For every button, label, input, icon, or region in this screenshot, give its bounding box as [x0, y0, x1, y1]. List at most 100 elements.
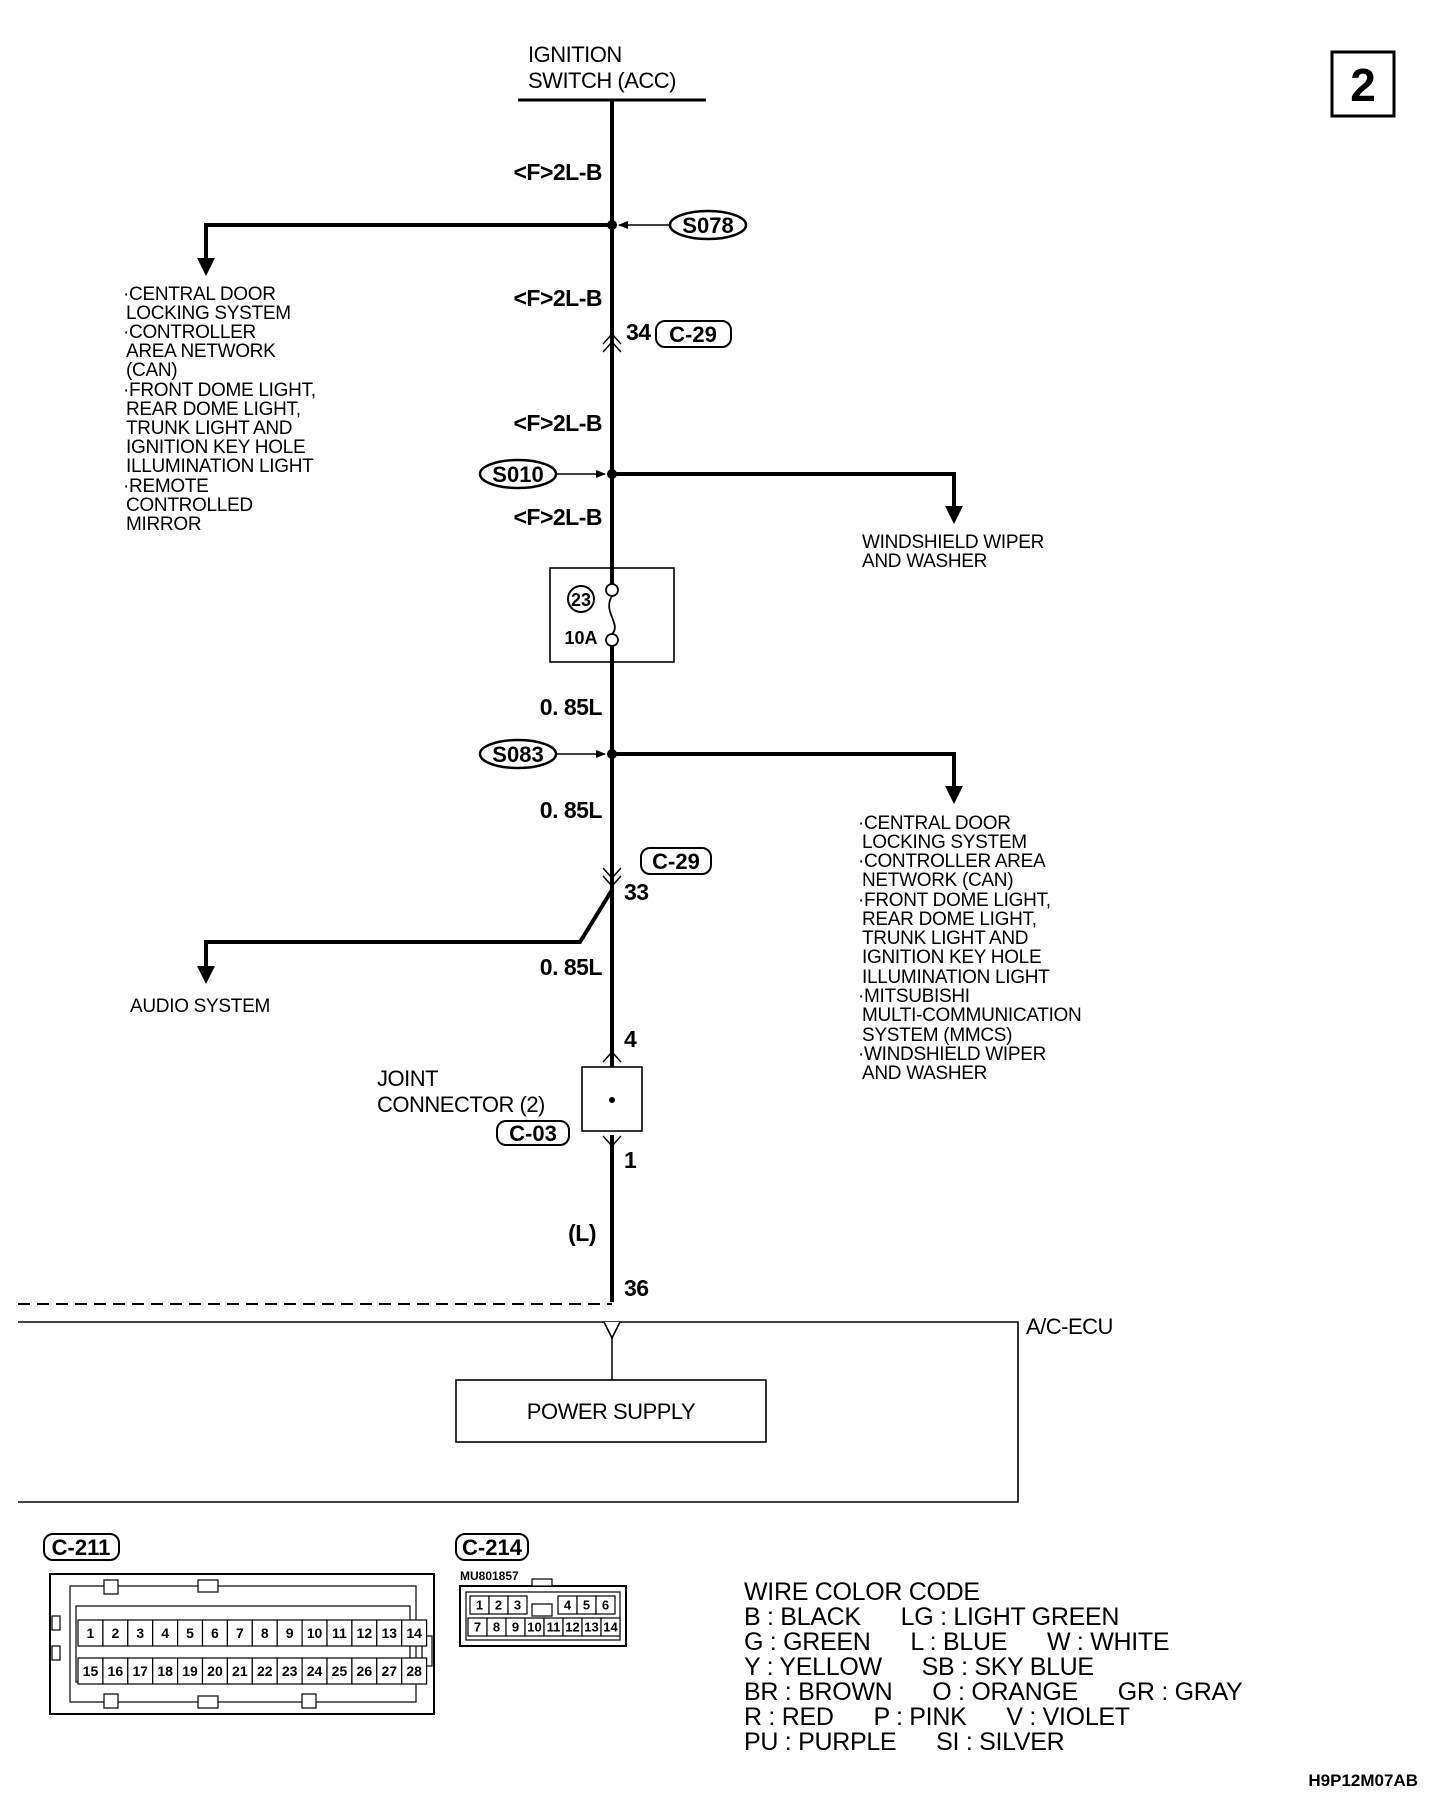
audio-system-label: AUDIO SYSTEM — [130, 996, 270, 1017]
system-label: MIRROR — [126, 514, 201, 535]
wire-label: <F>2L-B — [513, 285, 602, 311]
pin-number: 9 — [512, 1620, 519, 1635]
system-label: LOCKING SYSTEM — [126, 303, 291, 324]
pin-cell — [401, 1619, 428, 1647]
pin-number: 8 — [493, 1620, 500, 1635]
pin-number: 14 — [406, 1625, 422, 1641]
pin-number: 2 — [495, 1598, 502, 1613]
wire-color-code-line: BR : BROWN O : ORANGE GR : GRAY — [744, 1678, 1243, 1706]
pin-number: 24 — [307, 1663, 323, 1679]
pin-number: 19 — [182, 1663, 198, 1679]
pin-cell — [326, 1657, 353, 1685]
fuse-number: 23 — [571, 590, 591, 610]
pin-number: 3 — [136, 1625, 144, 1641]
wire-label: 0. 85L — [540, 954, 603, 980]
pin-cell — [301, 1619, 328, 1647]
system-label: CONTROLLED — [126, 495, 253, 516]
pin-number: 7 — [474, 1620, 481, 1635]
system-label: ·FRONT DOME LIGHT, — [123, 380, 316, 401]
pin-cell — [600, 1617, 621, 1637]
system-label: ·CONTROLLER — [123, 322, 256, 343]
system-label: IGNITION KEY HOLE — [862, 947, 1041, 968]
pin-number: 6 — [211, 1625, 219, 1641]
pin-cell — [77, 1619, 104, 1647]
system-label: LOCKING SYSTEM — [862, 832, 1027, 853]
pin-number: 20 — [207, 1663, 223, 1679]
connector-c29-lower: C-29 33 — [602, 847, 712, 905]
pin-number: 18 — [157, 1663, 173, 1679]
fuse-23: 23 10A — [549, 562, 675, 668]
system-label: ·CONTROLLER AREA — [858, 851, 1046, 872]
pin-cell — [376, 1657, 403, 1685]
ignition-switch-label-1: IGNITION — [528, 42, 622, 67]
pin-label: 36 — [624, 1275, 649, 1301]
system-label: AND WASHER — [862, 551, 987, 572]
pin-label: 33 — [624, 879, 649, 905]
system-label: TRUNK LIGHT AND — [862, 928, 1028, 949]
ecu-label: A/C-ECU — [1026, 1314, 1113, 1339]
pin-cell — [251, 1619, 278, 1647]
joint-connector-label-1: JOINT — [377, 1066, 438, 1091]
system-label: AND WASHER — [862, 1063, 987, 1084]
branch-wire-left — [204, 223, 612, 262]
joint-connector-label-2: CONNECTOR (2) — [377, 1092, 545, 1117]
pin-number: 16 — [108, 1663, 124, 1679]
system-label: REAR DOME LIGHT, — [862, 909, 1037, 930]
pin-number: 25 — [332, 1663, 348, 1679]
wire-color-code-line: Y : YELLOW SB : SKY BLUE — [744, 1653, 1094, 1681]
pin-number: 17 — [132, 1663, 148, 1679]
left-systems-list: ·CENTRAL DOOR LOCKING SYSTEM ·CONTROLLER… — [123, 284, 316, 535]
connector-c29-upper: 34 C-29 — [602, 319, 732, 353]
pin-number: 9 — [286, 1625, 294, 1641]
ignition-switch-label-2: SWITCH (ACC) — [528, 68, 676, 93]
pin-number: 22 — [257, 1663, 273, 1679]
pin-cell — [507, 1595, 528, 1615]
wire-color-code-line: G : GREEN L : BLUE W : WHITE — [744, 1628, 1169, 1656]
ignition-switch: IGNITION SWITCH (ACC) — [518, 42, 706, 102]
system-label: ILLUMINATION LIGHT — [126, 456, 314, 477]
right-systems-list: ·CENTRAL DOOR LOCKING SYSTEM ·CONTROLLER… — [858, 813, 1082, 1084]
page-number: 2 — [1350, 59, 1376, 111]
system-label: ·REMOTE — [123, 476, 209, 497]
wire-label: <F>2L-B — [513, 410, 602, 436]
system-label: ·FRONT DOME LIGHT, — [858, 890, 1051, 911]
pin-number: 10 — [527, 1620, 541, 1635]
pin-label: 1 — [624, 1147, 637, 1173]
pin-number: 12 — [565, 1620, 579, 1635]
pin-number: 11 — [547, 1620, 561, 1635]
branch-wire-right — [612, 752, 956, 790]
system-label: IGNITION KEY HOLE — [126, 437, 305, 458]
pin-number: 13 — [584, 1620, 598, 1635]
connector-ref: C-214 — [462, 1535, 523, 1560]
pin-number: 13 — [381, 1625, 397, 1641]
pin-cell — [251, 1657, 278, 1685]
pin-cell — [401, 1657, 428, 1685]
splice-s083: S083 — [478, 738, 617, 770]
connector-ref: C-211 — [52, 1535, 111, 1560]
splice-s010: S010 — [478, 458, 617, 490]
pin-number: 15 — [83, 1663, 99, 1679]
connector-ref: C-29 — [652, 849, 700, 874]
system-label: ILLUMINATION LIGHT — [862, 967, 1050, 988]
system-label: AREA NETWORK — [126, 341, 276, 362]
system-label: MULTI-COMMUNICATION — [862, 1005, 1081, 1026]
pin-cell — [102, 1657, 129, 1685]
pin-cell — [102, 1619, 129, 1647]
pin-number: 10 — [307, 1625, 323, 1641]
pin-number: 8 — [261, 1625, 269, 1641]
system-label: REAR DOME LIGHT, — [126, 399, 301, 420]
splice-s078: S078 — [607, 209, 748, 241]
page-number-box: 2 — [1330, 50, 1396, 118]
pin-number: 5 — [583, 1598, 590, 1613]
wire-label: <F>2L-B — [513, 504, 602, 530]
wire-color-code: WIRE COLOR CODE B : BLACK LG : LIGHT GRE… — [744, 1578, 1243, 1756]
system-label: TRUNK LIGHT AND — [126, 418, 292, 439]
pin-cell — [351, 1619, 378, 1647]
pin-cell — [226, 1657, 253, 1685]
pin-cell — [595, 1595, 616, 1615]
pin-label: 34 — [626, 319, 651, 345]
